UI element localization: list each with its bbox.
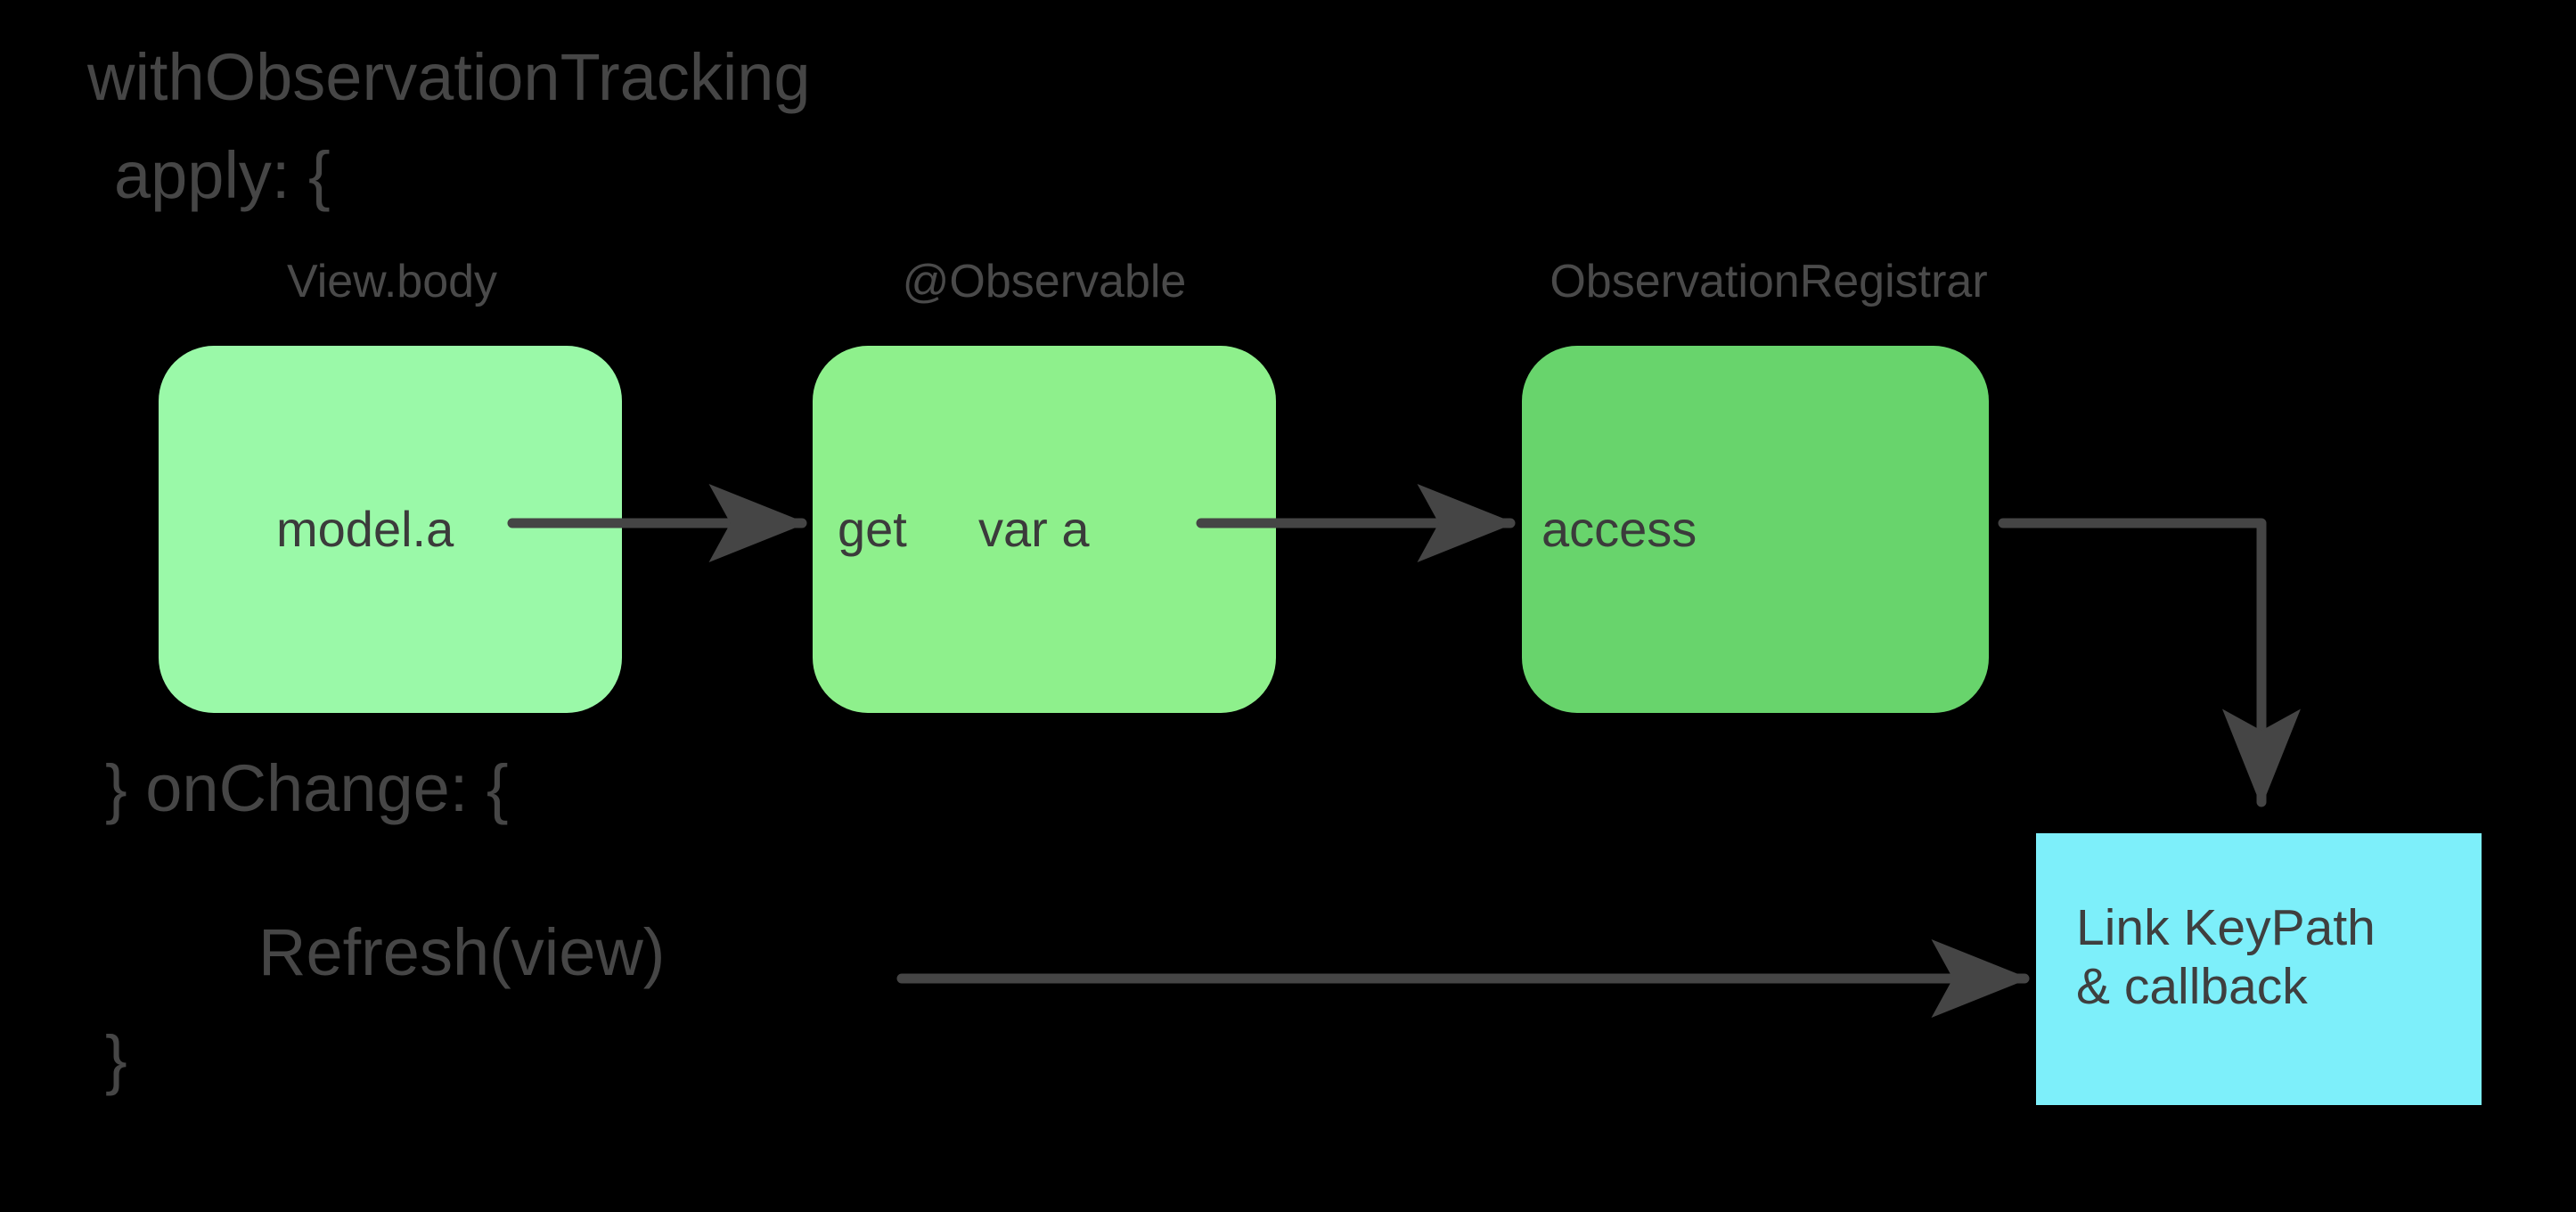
node-label-link-keypath-callback: Link KeyPath & callback xyxy=(2076,899,2376,1016)
node-observation-registrar[interactable] xyxy=(1522,346,1989,713)
node-link-keypath-callback[interactable] xyxy=(2036,833,2482,1105)
node-label-var-a: var a xyxy=(978,501,1090,557)
code-line-onchange-open: } onChange: { xyxy=(105,751,509,825)
node-label-model-a: model.a xyxy=(276,501,454,557)
arrow-access-to-link-keypath xyxy=(1998,518,2301,807)
code-line-close-brace: } xyxy=(105,1022,127,1096)
node-label-get: get xyxy=(838,501,907,557)
code-line-refresh-view: Refresh(view) xyxy=(258,915,666,989)
caption-observation-registrar: ObservationRegistrar xyxy=(1550,256,1988,307)
caption-observable: @Observable xyxy=(902,256,1187,307)
code-line-with-observation-tracking: withObservationTracking xyxy=(87,40,811,114)
caption-view-body: View.body xyxy=(286,256,498,307)
node-view-body[interactable] xyxy=(159,346,622,713)
node-label-access: access xyxy=(1542,501,1697,557)
node-observable[interactable] xyxy=(813,346,1276,713)
code-line-apply-open: apply: { xyxy=(114,138,331,212)
